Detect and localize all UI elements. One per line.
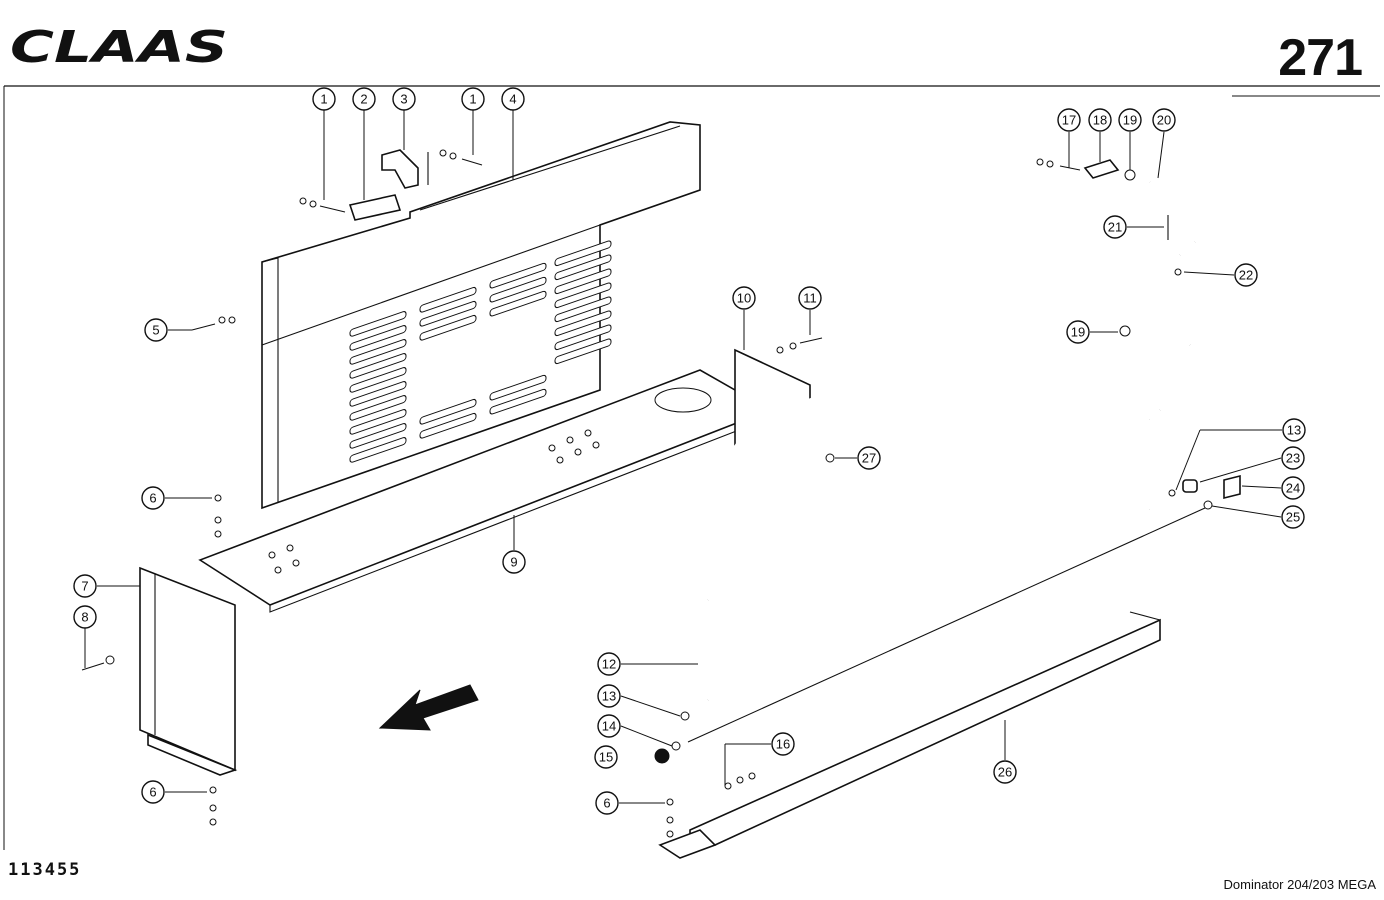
callout-11: 11 xyxy=(798,286,822,310)
callout-24: 24 xyxy=(1281,476,1305,500)
part-20-handle xyxy=(1149,179,1246,245)
drawing-id: 113455 xyxy=(8,860,82,880)
part-3-bracket xyxy=(381,149,419,189)
callout-25: 25 xyxy=(1281,505,1305,529)
svg-text:6: 6 xyxy=(149,491,156,506)
callout-27: 27 xyxy=(857,446,881,470)
svg-text:27: 27 xyxy=(862,451,876,466)
part-26-bottom-channel xyxy=(658,611,1161,859)
callout-19-a: 19 xyxy=(1118,108,1142,132)
callout-8: 8 xyxy=(73,605,97,629)
svg-text:8: 8 xyxy=(81,610,88,625)
part-12-rail-frame xyxy=(698,253,1228,808)
svg-text:6: 6 xyxy=(149,785,156,800)
svg-text:9: 9 xyxy=(510,555,517,570)
svg-text:13: 13 xyxy=(602,689,616,704)
callout-6-a: 6 xyxy=(141,486,165,510)
model-caption: Dominator 204/203 MEGA xyxy=(1223,877,1376,892)
part-25-rod xyxy=(687,507,1206,743)
callout-1-b: 1 xyxy=(461,87,485,111)
callout-5: 5 xyxy=(144,318,168,342)
claas-logo: CLAAS xyxy=(10,22,228,73)
svg-text:12: 12 xyxy=(602,657,616,672)
callout-22: 22 xyxy=(1234,263,1258,287)
fasteners-top xyxy=(191,149,483,331)
svg-text:24: 24 xyxy=(1286,481,1300,496)
callout-12: 12 xyxy=(597,652,621,676)
callout-16: 16 xyxy=(771,732,795,756)
callout-20: 20 xyxy=(1152,108,1176,132)
brand-logo-text: CLAAS xyxy=(10,22,228,73)
part-4-rear-panel xyxy=(261,121,701,510)
callout-9: 9 xyxy=(502,550,526,574)
svg-text:23: 23 xyxy=(1286,451,1300,466)
callout-13-b: 13 xyxy=(1282,418,1306,442)
callout-19-b: 19 xyxy=(1066,320,1090,344)
callout-13-a: 13 xyxy=(597,684,621,708)
svg-text:14: 14 xyxy=(602,719,616,734)
svg-text:1: 1 xyxy=(320,92,327,107)
svg-text:15: 15 xyxy=(599,750,613,765)
svg-text:1: 1 xyxy=(469,92,476,107)
svg-text:25: 25 xyxy=(1286,510,1300,525)
svg-text:19: 19 xyxy=(1123,113,1137,128)
page-number: 271 xyxy=(1278,29,1363,87)
callout-4: 4 xyxy=(501,87,525,111)
louver-grid xyxy=(349,240,612,463)
svg-text:26: 26 xyxy=(998,765,1012,780)
callout-3: 3 xyxy=(392,87,416,111)
leader-lines xyxy=(84,110,1282,804)
svg-text:2: 2 xyxy=(360,92,367,107)
callout-21: 21 xyxy=(1103,215,1127,239)
part-7-side-plate xyxy=(139,566,238,776)
callout-17: 17 xyxy=(1057,108,1081,132)
svg-text:7: 7 xyxy=(81,579,88,594)
svg-text:22: 22 xyxy=(1239,268,1253,283)
callout-14: 14 xyxy=(597,714,621,738)
callout-26: 26 xyxy=(993,760,1017,784)
hardware-misc xyxy=(81,158,1241,838)
svg-text:5: 5 xyxy=(152,323,159,338)
callout-23: 23 xyxy=(1281,446,1305,470)
callout-6-b: 6 xyxy=(141,780,165,804)
svg-text:10: 10 xyxy=(737,291,751,306)
svg-text:21: 21 xyxy=(1108,220,1122,235)
svg-text:19: 19 xyxy=(1071,325,1085,340)
callout-15: 15 xyxy=(594,745,618,769)
svg-text:16: 16 xyxy=(776,737,790,752)
svg-text:6: 6 xyxy=(603,796,610,811)
svg-text:3: 3 xyxy=(400,92,407,107)
svg-text:17: 17 xyxy=(1062,113,1076,128)
part-2-bracket xyxy=(348,194,402,221)
svg-text:13: 13 xyxy=(1287,423,1301,438)
svg-text:20: 20 xyxy=(1157,113,1171,128)
callout-10: 10 xyxy=(732,286,756,310)
callout-1-a: 1 xyxy=(312,87,336,111)
svg-text:11: 11 xyxy=(803,291,817,306)
callout-18: 18 xyxy=(1088,108,1112,132)
svg-text:4: 4 xyxy=(509,92,516,107)
svg-text:18: 18 xyxy=(1093,113,1107,128)
direction-arrow xyxy=(378,684,479,731)
callout-6-c: 6 xyxy=(595,791,619,815)
callout-2: 2 xyxy=(352,87,376,111)
callout-7: 7 xyxy=(73,574,97,598)
